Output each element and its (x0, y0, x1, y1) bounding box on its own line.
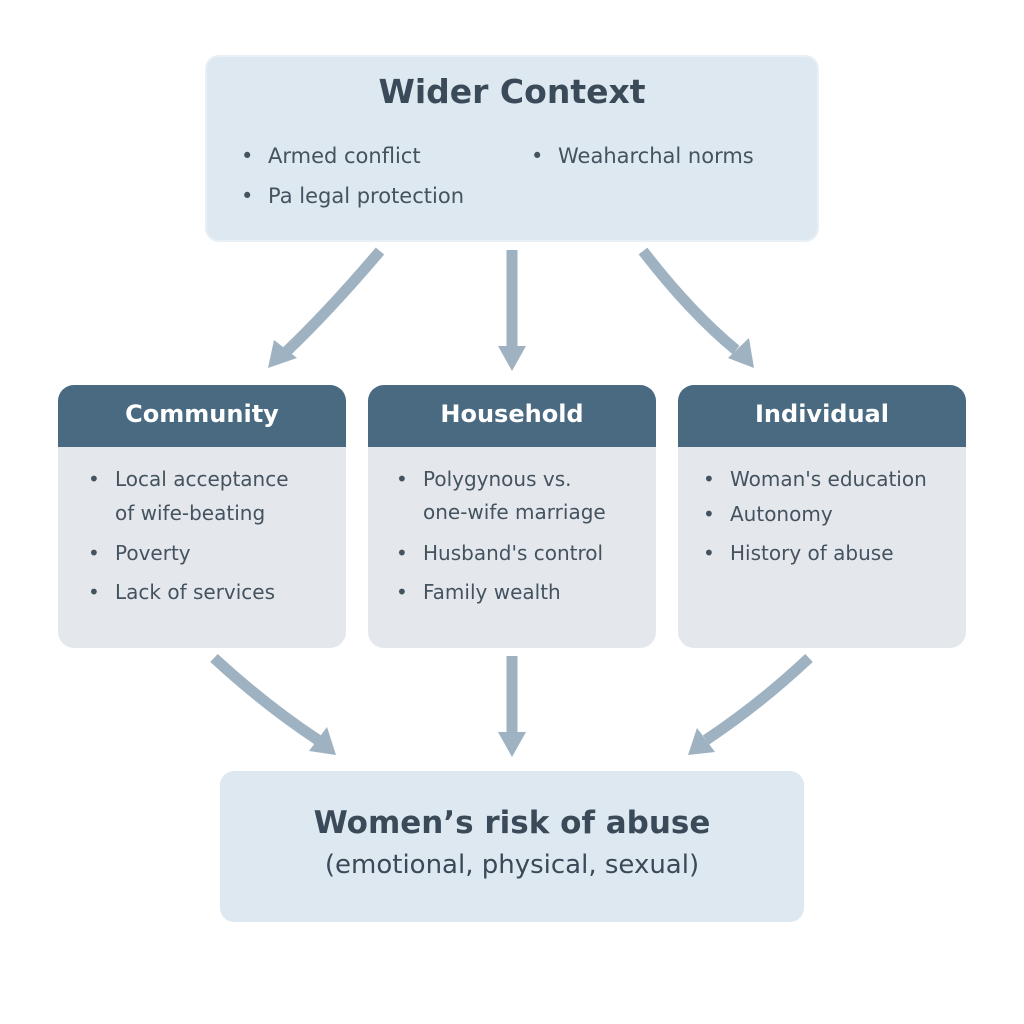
community-card-title: Community (125, 400, 279, 428)
household-card: Household • Polygynous vs. one-wife marr… (368, 385, 656, 648)
bullet-icon: • (396, 467, 408, 491)
arrow-head-individual-to-outcome (688, 728, 715, 755)
household-card-header (368, 385, 656, 447)
wider-context-box (205, 55, 819, 242)
bullet-icon: • (88, 580, 100, 604)
outcome-box (220, 771, 804, 922)
bullet-icon: • (241, 184, 254, 208)
individual-card-header (678, 385, 966, 447)
arrow-head-context-to-household (498, 346, 526, 371)
arrow-context-to-individual (638, 247, 740, 355)
arrow-context-to-community (282, 247, 385, 356)
arrow-community-to-outcome (210, 653, 322, 745)
bullet-icon: • (88, 467, 100, 491)
community-card-header (58, 385, 346, 447)
arrow-head-household-to-outcome (498, 732, 526, 757)
bullet-icon: • (703, 467, 715, 491)
bullet-icon: • (241, 144, 254, 168)
arrow-head-context-to-community (268, 340, 297, 368)
bullet-icon: • (396, 541, 408, 565)
community-card: Community • Local acceptance of wife-bea… (58, 385, 346, 648)
arrow-individual-to-outcome (702, 653, 813, 745)
outcome-title: Women’s risk of abuse (313, 805, 711, 841)
bullet-icon: • (396, 580, 408, 604)
household-card-title: Household (440, 400, 584, 428)
individual-card: Individual • Woman's education • Autonom… (678, 385, 966, 648)
bullet-icon: • (88, 541, 100, 565)
bullet-icon: • (703, 541, 715, 565)
bullet-icon: • (703, 502, 715, 526)
wider-context-title: Wider Context (378, 72, 646, 111)
arrow-head-context-to-individual (728, 338, 754, 368)
arrow-head-community-to-outcome (309, 727, 336, 755)
individual-card-title: Individual (755, 400, 889, 428)
outcome-subtitle: (emotional, physical, sexual) (324, 850, 700, 880)
bullet-icon: • (531, 144, 544, 168)
